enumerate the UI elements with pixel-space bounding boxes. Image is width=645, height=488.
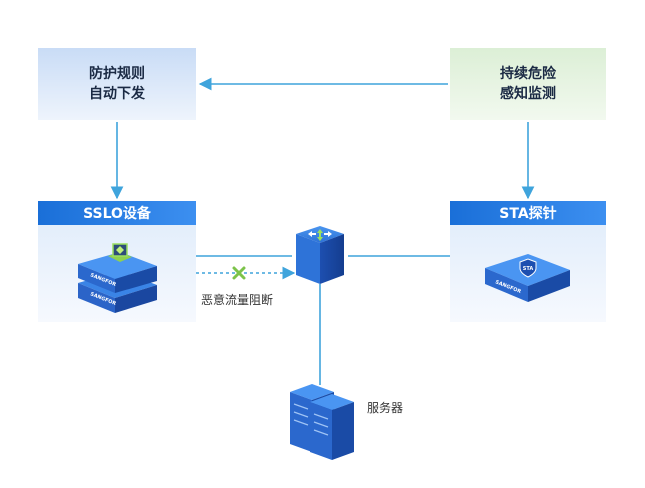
rule-line-2: 自动下发: [89, 86, 145, 102]
sta-probe-title: STA探针: [450, 201, 606, 225]
threat-monitor-box: 持续危险 感知监测: [450, 48, 606, 120]
sta-appliance-icon: STA SANGFOR: [485, 254, 570, 302]
sense-line-1: 持续危险: [500, 66, 556, 82]
switch-icon: [296, 226, 344, 284]
sense-line-2: 感知监测: [500, 86, 556, 102]
sslo-device-title: SSLO设备: [38, 201, 196, 225]
rule-dispatch-box: 防护规则 自动下发: [38, 48, 196, 120]
blocked-traffic-label: 恶意流量阻断: [201, 293, 274, 307]
sta-badge: STA: [523, 266, 534, 272]
sslo-appliance-icon: SANGFOR SANGFOR: [78, 243, 157, 313]
server-icon: [290, 384, 354, 460]
rule-line-1: 防护规则: [89, 66, 145, 82]
server-label: 服务器: [367, 401, 404, 415]
block-x-icon: [232, 266, 246, 280]
